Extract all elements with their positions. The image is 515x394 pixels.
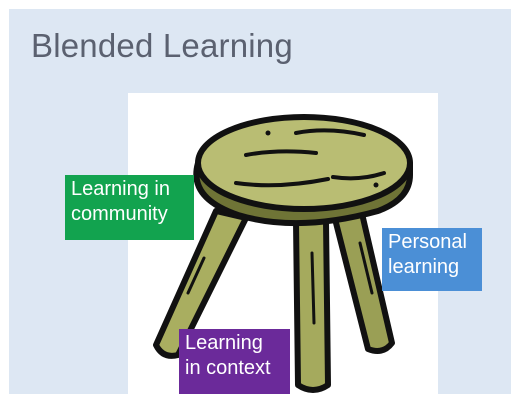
- label-learning-in-context: Learning in context: [179, 329, 290, 394]
- slide: Blended Learning Learning in: [9, 9, 511, 394]
- label-context-line1: Learning: [185, 332, 263, 354]
- stool-image: [128, 93, 438, 394]
- label-personal-learning: Personal learning: [382, 228, 482, 291]
- label-learning-in-community: Learning in community: [65, 175, 194, 240]
- label-personal-line2: learning: [388, 256, 460, 278]
- label-community-line1: Learning in: [71, 178, 170, 200]
- label-personal-line1: Personal: [388, 231, 467, 253]
- label-community-line2: community: [71, 203, 168, 225]
- slide-title: Blended Learning: [31, 27, 293, 64]
- stool-icon: [153, 114, 413, 393]
- label-context-line2: in context: [185, 357, 271, 379]
